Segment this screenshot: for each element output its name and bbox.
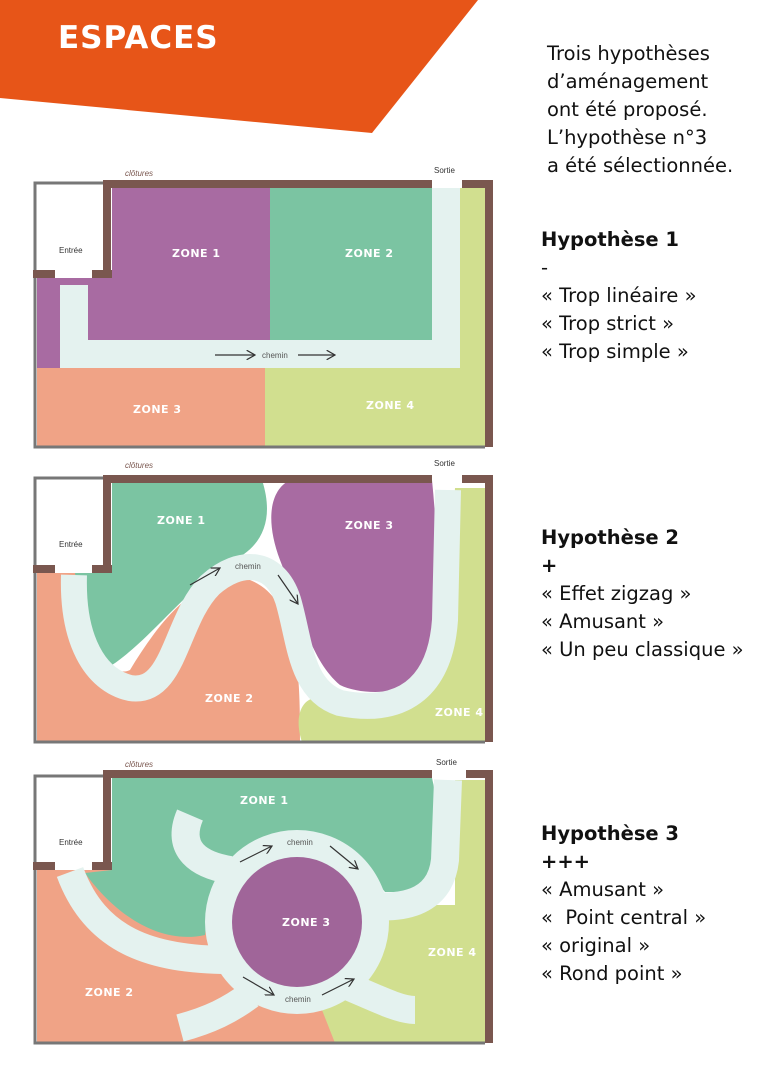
page-title: ESPACES bbox=[58, 20, 219, 56]
hypothesis-rating: + bbox=[541, 554, 558, 577]
zone-1-label: ZONE 1 bbox=[157, 514, 206, 527]
hypothesis-comment: « Un peu classique » bbox=[541, 638, 744, 661]
intro-line: a été sélectionnée. bbox=[547, 154, 734, 177]
hypothesis-comment: « Trop linéaire » bbox=[541, 284, 697, 307]
path-label: chemin bbox=[262, 351, 288, 360]
hypothesis-comment: « Effet zigzag » bbox=[541, 582, 692, 605]
zone-1-label: ZONE 1 bbox=[172, 247, 221, 260]
hypothesis-rating: - bbox=[541, 256, 549, 279]
path-label: chemin bbox=[287, 838, 313, 847]
intro-line: d’aménagement bbox=[547, 70, 709, 93]
intro-line: Trois hypothèses bbox=[547, 42, 710, 65]
zone-4-label: ZONE 4 bbox=[435, 706, 484, 719]
plan-hypothesis-2: clôtures Sortie Entrée chemin ZONE 1 ZON… bbox=[33, 459, 493, 744]
hypothesis-rating: +++ bbox=[541, 850, 591, 873]
hypothesis-1-notes: Hypothèse 1 - « Trop linéaire » « Trop s… bbox=[541, 226, 697, 366]
hypothesis-comment: « Amusant » bbox=[541, 610, 665, 633]
zone-1-label: ZONE 1 bbox=[240, 794, 289, 807]
zone-1 bbox=[85, 778, 439, 937]
zone-4 bbox=[265, 368, 460, 447]
entrance-label: Entrée bbox=[59, 540, 83, 549]
hypothesis-comment: « Trop simple » bbox=[541, 340, 689, 363]
zone-2-label: ZONE 2 bbox=[205, 692, 254, 705]
zone-2-label: ZONE 2 bbox=[85, 986, 134, 999]
zone-3-label: ZONE 3 bbox=[282, 916, 331, 929]
hypothesis-comment: « Trop strict » bbox=[541, 312, 675, 335]
hypothesis-comment: « Rond point » bbox=[541, 962, 683, 985]
zone-3 bbox=[37, 368, 265, 447]
zone-3-label: ZONE 3 bbox=[133, 403, 182, 416]
zone-3 bbox=[232, 857, 362, 987]
zone-2-label: ZONE 2 bbox=[345, 247, 394, 260]
zone-3-label: ZONE 3 bbox=[345, 519, 394, 532]
hypothesis-title: Hypothèse 1 bbox=[541, 228, 680, 251]
exit-label: Sortie bbox=[434, 166, 455, 175]
intro-text: Trois hypothèses d’aménagement ont été p… bbox=[547, 40, 733, 180]
hypothesis-2-notes: Hypothèse 2 + « Effet zigzag » « Amusant… bbox=[541, 524, 744, 664]
path bbox=[60, 188, 460, 368]
plan-hypothesis-1: clôtures Sortie Entrée chemin ZONE 1 ZON… bbox=[33, 166, 493, 449]
zone-1 bbox=[75, 480, 267, 665]
intro-line: L’hypothèse n°3 bbox=[547, 126, 708, 149]
zone-3 bbox=[271, 480, 437, 692]
path-label: chemin bbox=[285, 995, 311, 1004]
plan-hypothesis-3: clôtures Sortie Entrée chemin chemin ZON… bbox=[33, 758, 493, 1045]
zone-1 bbox=[112, 188, 270, 340]
path bbox=[56, 779, 462, 1042]
entrance-label: Entrée bbox=[59, 838, 83, 847]
hypothesis-3-notes: Hypothèse 3 +++ « Amusant » « Point cent… bbox=[541, 820, 706, 988]
path bbox=[60, 489, 461, 719]
entrance-label: Entrée bbox=[59, 246, 83, 255]
header-banner bbox=[0, 0, 478, 133]
fences-label: clôtures bbox=[125, 760, 153, 769]
path-label: chemin bbox=[235, 562, 261, 571]
zone-4-label: ZONE 4 bbox=[428, 946, 477, 959]
fences-label: clôtures bbox=[125, 169, 153, 178]
zone-2 bbox=[270, 188, 432, 340]
hypothesis-comment: « original » bbox=[541, 934, 651, 957]
exit-label: Sortie bbox=[436, 758, 457, 767]
hypothesis-title: Hypothèse 2 bbox=[541, 526, 680, 549]
hypothesis-comment: « Amusant » bbox=[541, 878, 665, 901]
intro-line: ont été proposé. bbox=[547, 98, 708, 121]
exit-label: Sortie bbox=[434, 459, 455, 468]
hypothesis-title: Hypothèse 3 bbox=[541, 822, 680, 845]
hypothesis-comment: « Point central » bbox=[541, 906, 707, 929]
fences-label: clôtures bbox=[125, 461, 153, 470]
zone-4-label: ZONE 4 bbox=[366, 399, 415, 412]
